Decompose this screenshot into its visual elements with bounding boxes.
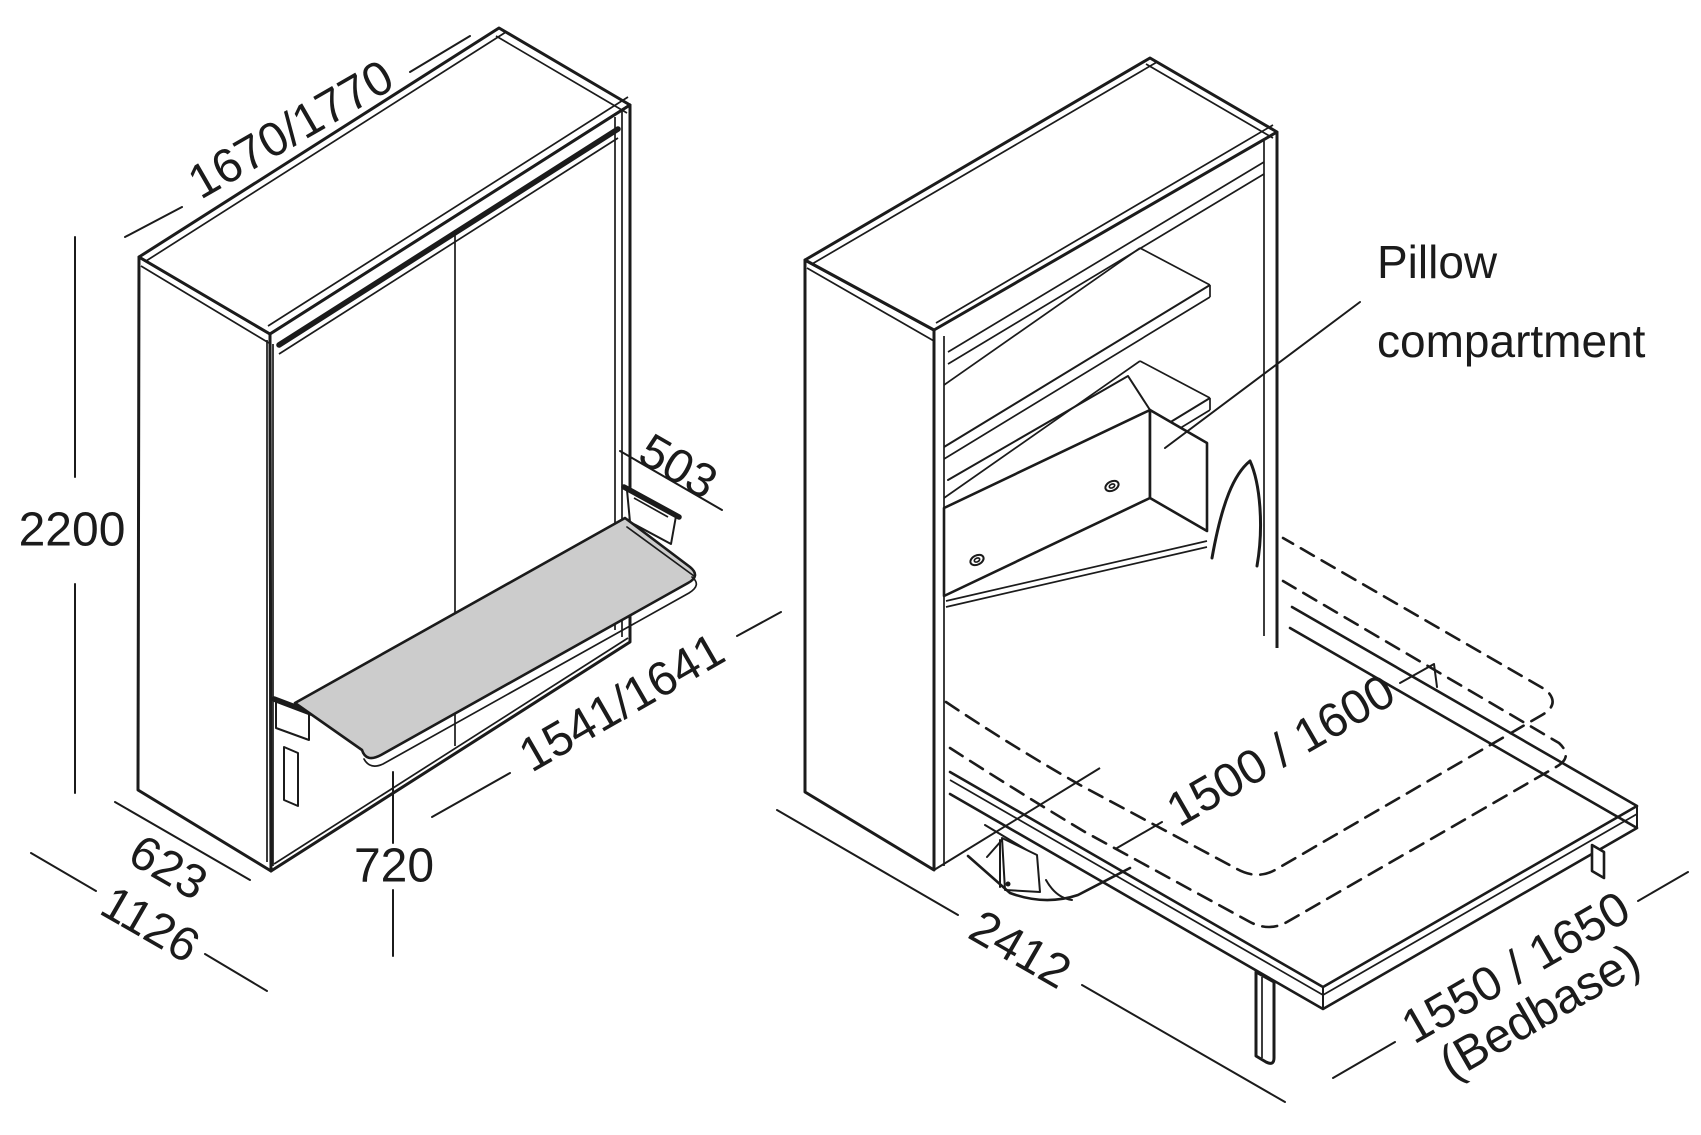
pillow-box-front-face [942, 408, 1152, 598]
open-view-dimension-lines [776, 663, 1689, 1103]
fold-out-desk [271, 484, 698, 807]
pillow-compartment-box [942, 375, 1209, 598]
desk-bracket-right-inner [633, 497, 669, 518]
bed-deck-edges [945, 540, 1208, 608]
desk-surface [293, 516, 697, 760]
upper-shelf-front-edge [943, 284, 1211, 448]
cabinet-left-face [136, 255, 273, 873]
mattress-base-outline [948, 579, 1568, 929]
door-top-line [278, 137, 619, 355]
bed-leg-front [1254, 970, 1276, 1065]
door-top-gap-line [276, 126, 621, 348]
mechanism-hook [1045, 879, 1073, 901]
pillow-box-right-face [1148, 408, 1209, 533]
dim-desk-height: 720 [354, 840, 434, 893]
bedbase [948, 605, 1639, 1011]
closed-cabinet-view: 1670/1770 2200 623 1126 503 1541/1641 72… [19, 26, 782, 992]
dim-mattress-width: 1500 / 1600 [1158, 665, 1404, 838]
mattress-outline [944, 536, 1568, 929]
bedbase-top-edges [948, 605, 1639, 989]
pillow-box-screw-left [969, 553, 985, 567]
pillow-compartment-label-line1: Pillow [1377, 236, 1498, 288]
dim-line-cabinet-width [124, 35, 471, 238]
bedbase-corner-edges [1322, 806, 1638, 1009]
dim-cabinet-height: 2200 [19, 504, 126, 557]
mattress-top-outline [944, 536, 1554, 877]
dim-line-cabinet-depth [114, 801, 251, 881]
dim-line-desk-width [431, 611, 782, 818]
top-panel-edge-lines [140, 31, 629, 344]
mechanism-rail [966, 854, 1132, 902]
handle-strap [1210, 459, 1263, 568]
mechanism-bracket [1001, 837, 1041, 893]
dim-line-mattress-width [1116, 663, 1438, 849]
door-left-edge-lines [266, 340, 274, 866]
desk-under-support [283, 746, 299, 807]
pillow-box-top-edges [947, 375, 1151, 481]
dim-line-bedbase-width [1332, 871, 1689, 1079]
dim-line-open-depth [776, 809, 1286, 1103]
dim-line-desk-depth [619, 450, 723, 511]
mechanism-pivot [1005, 881, 1011, 887]
door-bottom-line [273, 637, 629, 865]
desk-edge-band [363, 526, 698, 767]
cabinet-top-interior-lines [947, 161, 1265, 365]
upper-shelf [943, 247, 1211, 460]
open-bed-view: Pillow compartment 1500 / 1600 2412 1550… [776, 56, 1689, 1103]
pillow-compartment-label-line2: compartment [1377, 315, 1646, 367]
desk-bracket-right-top [621, 484, 682, 520]
dim-open-depth: 2412 [961, 900, 1080, 999]
pillow-box-screw-left-inner [973, 557, 981, 563]
lift-mechanism [966, 824, 1132, 902]
open-cabinet-edge-lines [806, 61, 1274, 342]
open-cabinet-left-face [803, 258, 936, 872]
closed-view-dimension-lines [30, 35, 782, 992]
dim-line-total-depth [30, 852, 268, 992]
pillow-leader-line [1164, 301, 1361, 449]
pillow-box-screw-right [1104, 479, 1120, 493]
upper-shelf-lines [943, 247, 1211, 460]
bed-leg-far [1590, 843, 1606, 880]
pillow-box-screw-right-inner [1108, 483, 1116, 489]
